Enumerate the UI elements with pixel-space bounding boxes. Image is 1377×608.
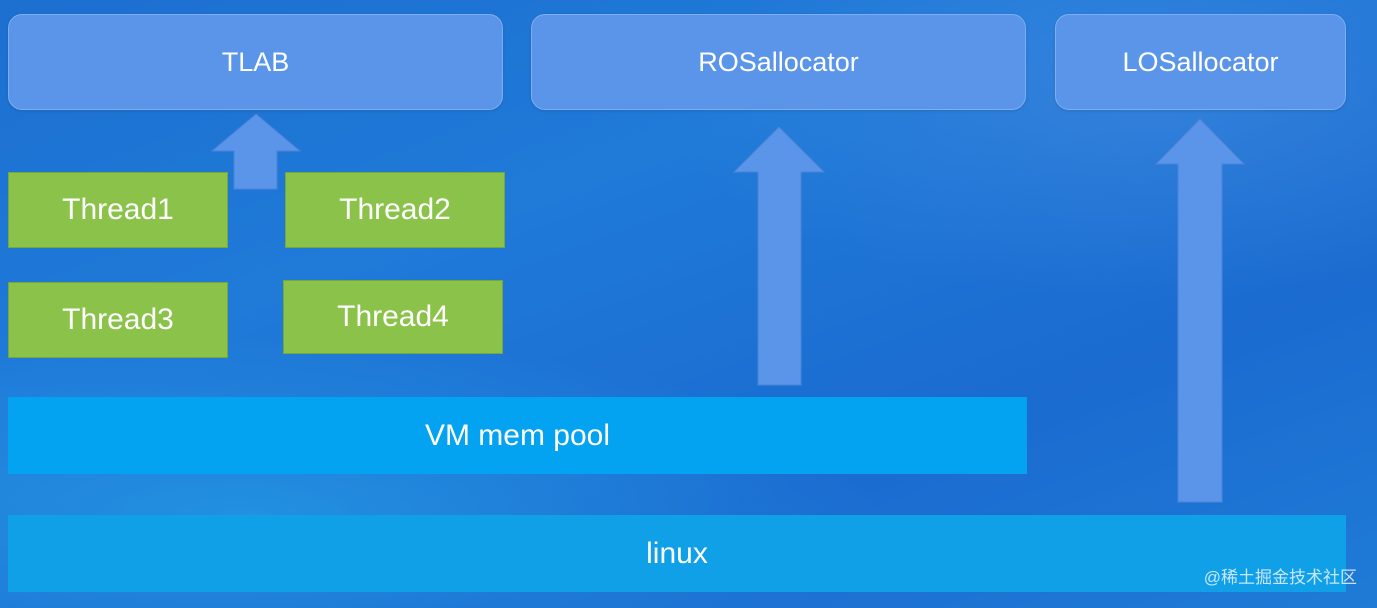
thread4-box: Thread4 (283, 280, 503, 354)
thread3-box: Thread3 (8, 282, 228, 358)
arrow-pool-to-rosallocator (732, 126, 826, 386)
tlab-box: TLAB (8, 14, 503, 110)
losallocator-label: LOSallocator (1122, 46, 1279, 77)
rosallocator-box: ROSallocator (531, 14, 1026, 110)
linux-label: linux (646, 536, 708, 570)
thread1-box: Thread1 (8, 172, 228, 248)
thread2-label: Thread2 (339, 193, 451, 226)
arrow-threads-to-tlab-shape (210, 113, 302, 190)
thread4-label: Thread4 (337, 300, 449, 333)
arrow-pool-to-rosallocator-shape (732, 126, 826, 386)
arrow-linux-to-losallocator (1154, 118, 1246, 503)
vm-mem-pool-bar: VM mem pool (8, 397, 1027, 474)
rosallocator-label: ROSallocator (698, 46, 859, 77)
losallocator-box: LOSallocator (1055, 14, 1346, 110)
tlab-label: TLAB (221, 46, 290, 77)
arrow-linux-to-losallocator-shape (1154, 118, 1246, 503)
thread3-label: Thread3 (62, 303, 174, 336)
linux-bar: linux (8, 515, 1346, 592)
thread2-box: Thread2 (285, 172, 505, 248)
watermark: @稀土掘金技术社区 (1203, 568, 1357, 587)
arrow-threads-to-tlab (210, 113, 302, 190)
vm-mem-pool-label: VM mem pool (424, 418, 611, 452)
thread1-label: Thread1 (62, 193, 174, 226)
